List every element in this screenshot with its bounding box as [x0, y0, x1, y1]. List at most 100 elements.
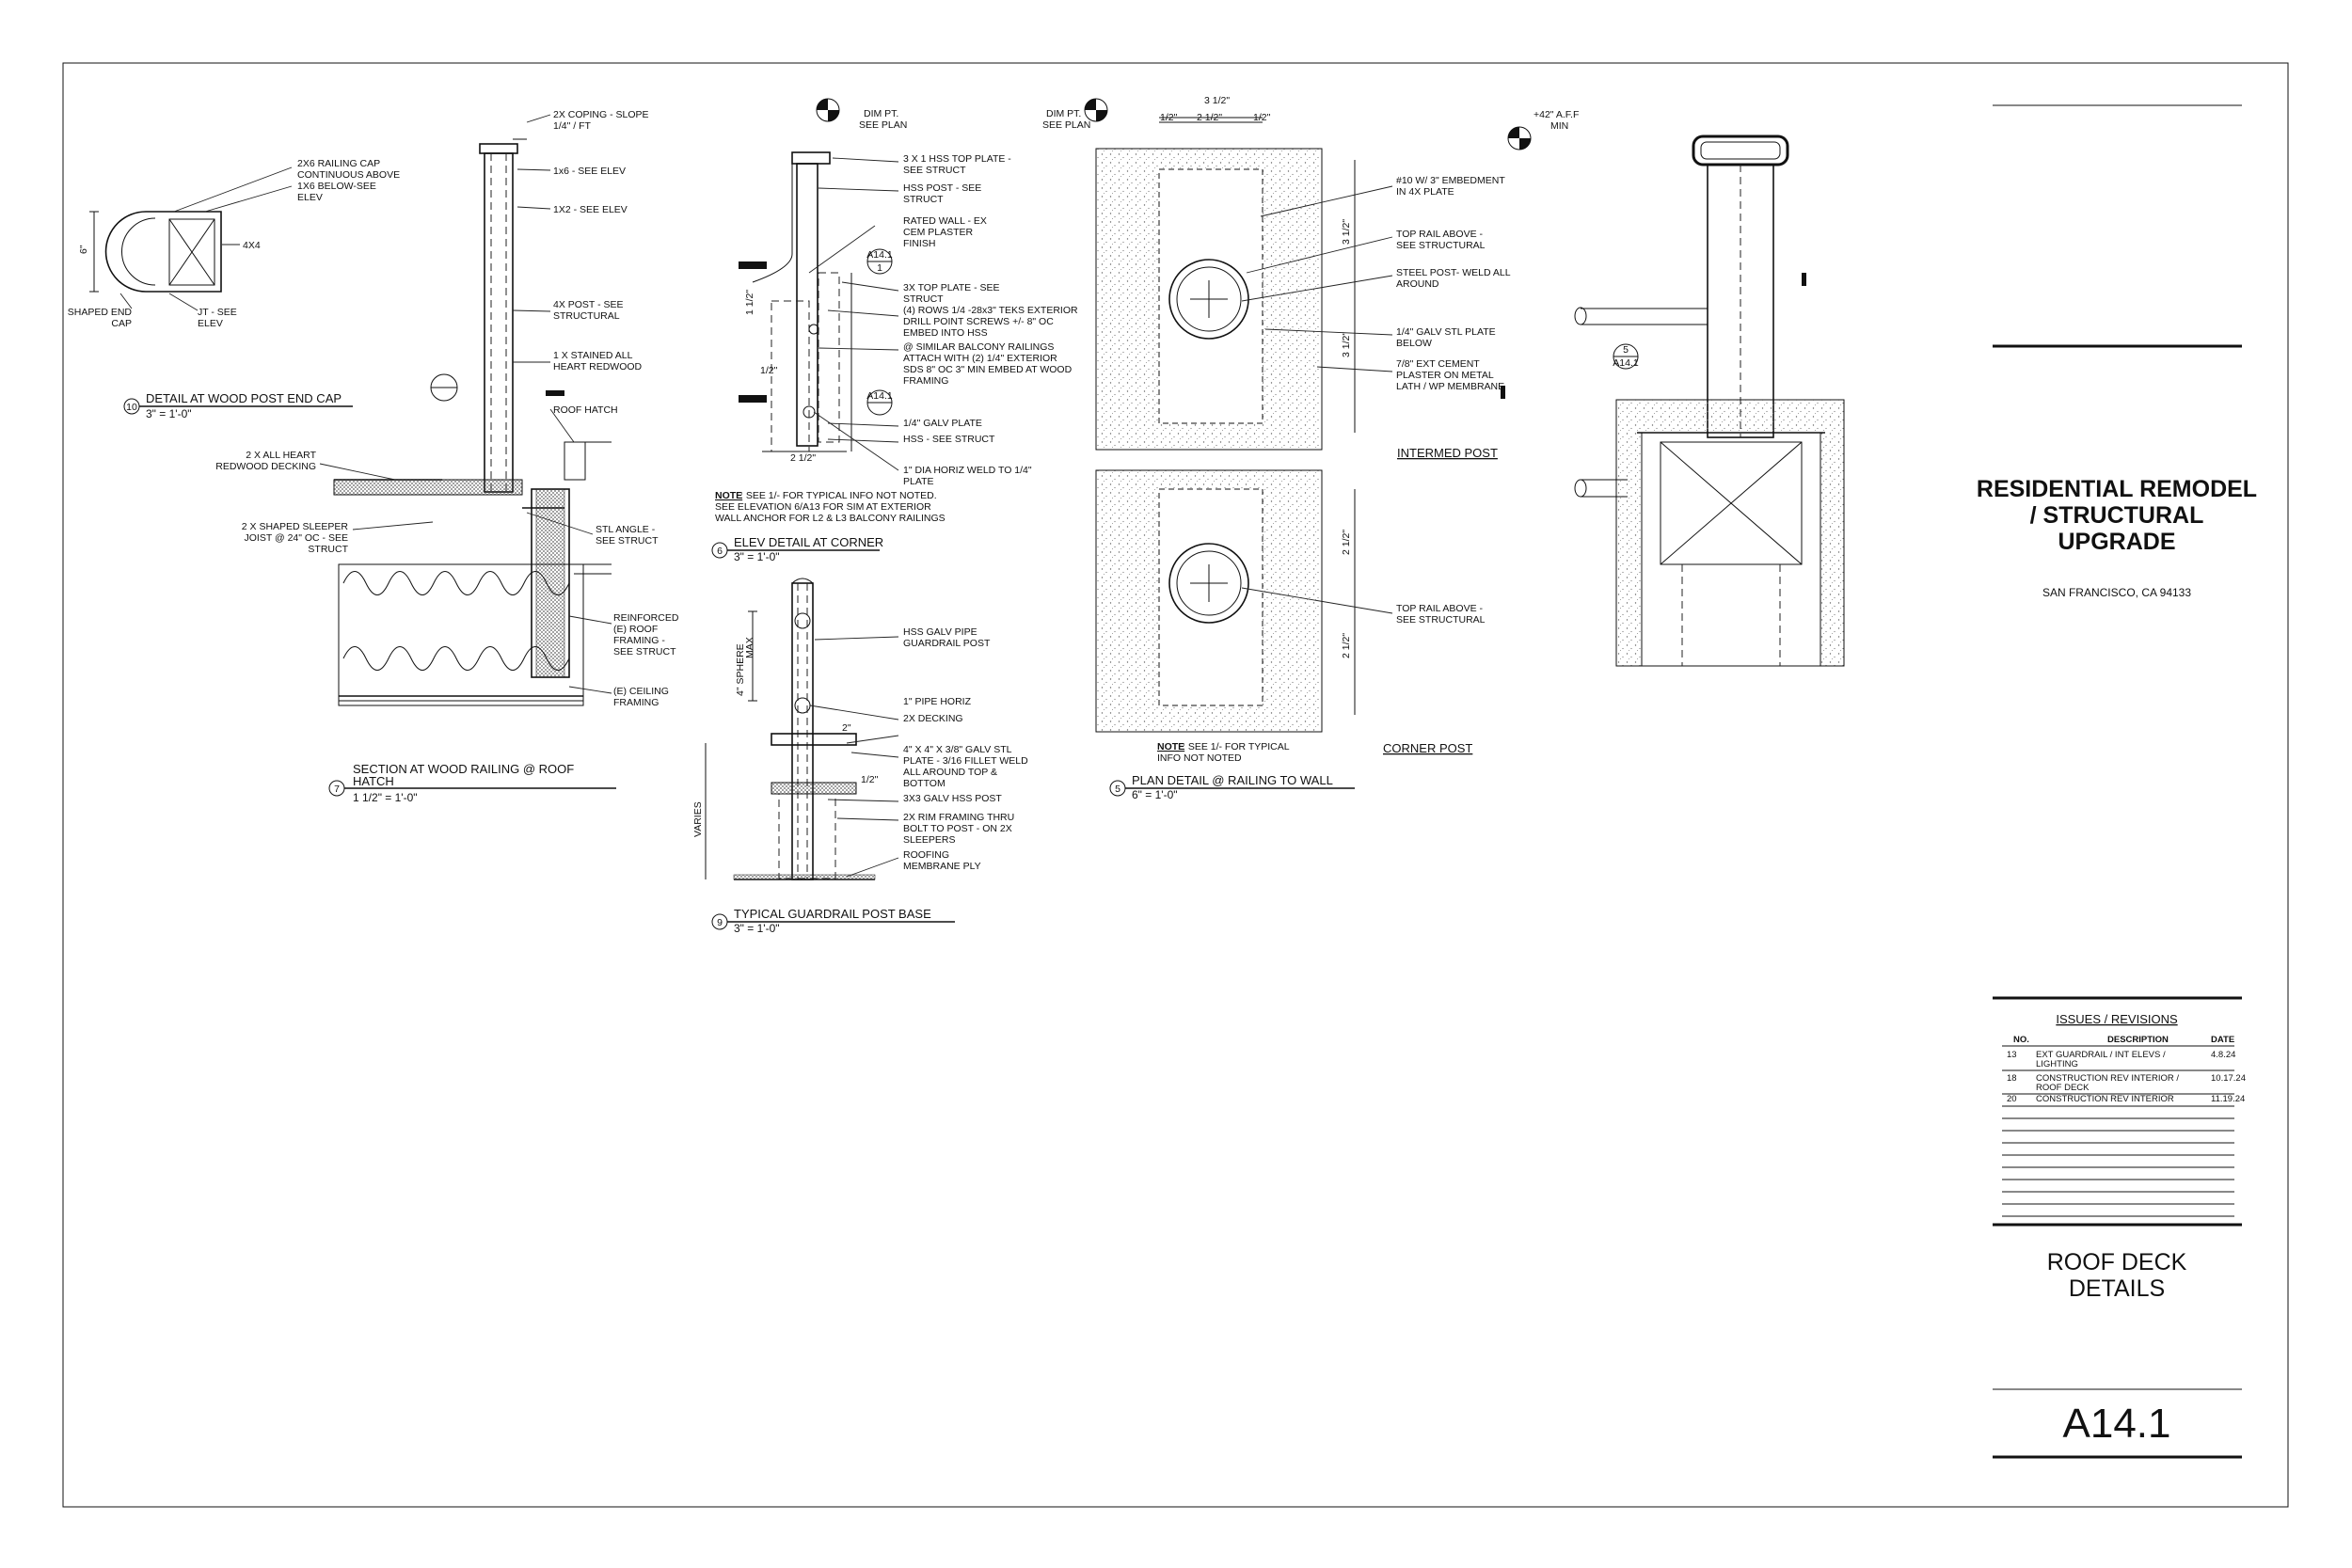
- svg-text:2X DECKING: 2X DECKING: [903, 713, 963, 724]
- svg-text:TOP RAIL ABOVE -: TOP RAIL ABOVE -: [1396, 229, 1484, 240]
- rev-desc-cont: ROOF DECK: [2036, 1083, 2090, 1093]
- svg-text:REDWOOD DECKING: REDWOOD DECKING: [215, 461, 316, 472]
- svg-text:NOTE: NOTE: [715, 490, 742, 501]
- svg-text:2": 2": [842, 722, 851, 734]
- rev-date: 4.8.24: [2211, 1050, 2235, 1060]
- svg-text:2 X ALL HEART: 2 X ALL HEART: [246, 450, 316, 461]
- svg-text:1/4" GALV STL PLATE: 1/4" GALV STL PLATE: [1396, 326, 1496, 338]
- svg-text:1x6 - SEE ELEV: 1x6 - SEE ELEV: [553, 166, 626, 177]
- detail-9-number: 9: [717, 917, 723, 928]
- sheet-number: A14.1: [2063, 1401, 2171, 1447]
- rev-desc: CONSTRUCTION REV INTERIOR /: [2036, 1073, 2179, 1084]
- svg-text:3 1/2": 3 1/2": [1204, 95, 1230, 106]
- svg-text:HSS - SEE STRUCT: HSS - SEE STRUCT: [903, 434, 995, 445]
- svg-text:HSS GALV PIPE: HSS GALV PIPE: [903, 626, 977, 638]
- svg-text:1/2": 1/2": [760, 365, 778, 376]
- rev-desc: EXT GUARDRAIL / INT ELEVS /: [2036, 1050, 2166, 1060]
- svg-text:+42" A.F.F: +42" A.F.F: [1534, 109, 1579, 120]
- svg-text:4" X 4" X 3/8" GALV STL: 4" X 4" X 3/8" GALV STL: [903, 744, 1012, 755]
- svg-text:SEE STRUCT: SEE STRUCT: [903, 165, 966, 176]
- sheet-title-line2: DETAILS: [2069, 1275, 2165, 1302]
- svg-text:TOP RAIL ABOVE -: TOP RAIL ABOVE -: [1396, 603, 1484, 614]
- detail-9-scale: 3" = 1'-0": [734, 922, 780, 935]
- svg-text:1" DIA HORIZ WELD TO 1/4": 1" DIA HORIZ WELD TO 1/4": [903, 465, 1032, 476]
- detail-5-number: 5: [1115, 784, 1120, 795]
- svg-text:ELEV: ELEV: [297, 192, 323, 203]
- svg-text:2 X SHAPED SLEEPER: 2 X SHAPED SLEEPER: [242, 521, 349, 532]
- detail-7-number: 7: [334, 784, 340, 795]
- svg-text:SEE STRUCT: SEE STRUCT: [613, 646, 676, 657]
- svg-text:CONTINUOUS ABOVE: CONTINUOUS ABOVE: [297, 169, 400, 181]
- svg-text:BELOW: BELOW: [1396, 338, 1432, 349]
- svg-text:4X POST - SEE: 4X POST - SEE: [553, 299, 624, 310]
- svg-text:BOTTOM: BOTTOM: [903, 778, 946, 789]
- project-title-line1: RESIDENTIAL REMODEL: [1977, 476, 2257, 502]
- svg-text:5: 5: [1623, 344, 1629, 356]
- svg-text:ROOF HATCH: ROOF HATCH: [553, 404, 618, 416]
- svg-text:A14.1: A14.1: [1613, 357, 1639, 369]
- svg-text:BOLT TO POST - ON 2X: BOLT TO POST - ON 2X: [903, 823, 1012, 834]
- detail-7-scale: 1 1/2" = 1'-0": [353, 791, 418, 804]
- svg-text:DIM PT.: DIM PT.: [864, 108, 898, 119]
- svg-text:RATED WALL - EX: RATED WALL - EX: [903, 215, 987, 227]
- svg-text:1X6 BELOW-SEE: 1X6 BELOW-SEE: [297, 181, 376, 192]
- svg-text:VARIES: VARIES: [692, 801, 704, 837]
- svg-text:HSS POST - SEE: HSS POST - SEE: [903, 182, 981, 194]
- svg-text:SHAPED END: SHAPED END: [68, 307, 133, 318]
- rev-no: 18: [2007, 1073, 2017, 1084]
- svg-text:6": 6": [78, 245, 89, 254]
- svg-text:A14.1: A14.1: [866, 390, 893, 402]
- detail-6-title: ELEV DETAIL AT CORNER: [734, 535, 883, 549]
- svg-text:1" PIPE HORIZ: 1" PIPE HORIZ: [903, 696, 972, 707]
- svg-text:ATTACH WITH (2) 1/4" EXTERIOR: ATTACH WITH (2) 1/4" EXTERIOR: [903, 353, 1057, 364]
- detail-6-number: 6: [717, 546, 723, 557]
- project-title-line3: UPGRADE: [2058, 529, 2175, 555]
- svg-text:2X RIM FRAMING THRU: 2X RIM FRAMING THRU: [903, 812, 1014, 823]
- detail-7-wood-railing-hatch: 2X COPING - SLOPE 1/4" / FT 1x6 - SEE EL…: [215, 109, 679, 804]
- detail-10-title: DETAIL AT WOOD POST END CAP: [146, 391, 342, 405]
- rev-desc: CONSTRUCTION REV INTERIOR: [2036, 1094, 2174, 1104]
- revision-blank-rows: [2002, 1105, 2234, 1217]
- svg-text:SEE STRUCTURAL: SEE STRUCTURAL: [1396, 614, 1486, 626]
- svg-text:3 1/2": 3 1/2": [1341, 332, 1352, 357]
- svg-text:LATH / WP MEMBRANE: LATH / WP MEMBRANE: [1396, 381, 1504, 392]
- svg-text:A14.1: A14.1: [866, 249, 893, 261]
- svg-text:1/2": 1/2": [1253, 112, 1271, 123]
- svg-text:3 1/2": 3 1/2": [1341, 219, 1352, 245]
- svg-text:1/4" GALV PLATE: 1/4" GALV PLATE: [903, 418, 982, 429]
- svg-text:WALL ANCHOR FOR L2 & L3 BALCON: WALL ANCHOR FOR L2 & L3 BALCONY RAILINGS: [715, 513, 946, 524]
- svg-text:2X COPING - SLOPE: 2X COPING - SLOPE: [553, 109, 649, 120]
- svg-text:1X2 - SEE ELEV: 1X2 - SEE ELEV: [553, 204, 628, 215]
- svg-text:INFO NOT NOTED: INFO NOT NOTED: [1157, 752, 1242, 764]
- svg-text:EMBED INTO HSS: EMBED INTO HSS: [903, 327, 988, 339]
- svg-text:FINISH: FINISH: [903, 238, 935, 249]
- svg-text:FRAMING: FRAMING: [903, 375, 948, 387]
- svg-text:4" SPHERE: 4" SPHERE: [735, 643, 746, 696]
- detail-7-title-cont: HATCH: [353, 774, 394, 788]
- rev-no: 13: [2007, 1050, 2017, 1060]
- svg-text:PLATE - 3/16 FILLET WELD: PLATE - 3/16 FILLET WELD: [903, 755, 1028, 767]
- svg-text:SDS 8" OC 3" MIN EMBED AT WOO: SDS 8" OC 3" MIN EMBED AT WOOD: [903, 364, 1073, 375]
- svg-text:MEMBRANE PLY: MEMBRANE PLY: [903, 861, 981, 872]
- svg-text:STRUCTURAL: STRUCTURAL: [553, 310, 620, 322]
- svg-text:STRUCT: STRUCT: [903, 293, 944, 305]
- svg-text:3X3 GALV HSS POST: 3X3 GALV HSS POST: [903, 793, 1002, 804]
- svg-text:3X TOP PLATE - SEE: 3X TOP PLATE - SEE: [903, 282, 1000, 293]
- svg-text:STRUCT: STRUCT: [903, 194, 944, 205]
- svg-text:1 1/2": 1 1/2": [744, 290, 755, 315]
- svg-text:SEE ELEVATION 6/A13 FOR SIM AT: SEE ELEVATION 6/A13 FOR SIM AT EXTERIOR: [715, 501, 931, 513]
- svg-text:2 1/2": 2 1/2": [790, 452, 816, 464]
- detail-6-scale: 3" = 1'-0": [734, 550, 780, 563]
- svg-text:ELEV: ELEV: [198, 318, 223, 329]
- rev-header-no: NO.: [2013, 1035, 2029, 1045]
- svg-text:DIM PT.: DIM PT.: [1046, 108, 1081, 119]
- svg-text:AROUND: AROUND: [1396, 278, 1439, 290]
- svg-text:MIN: MIN: [1550, 120, 1568, 132]
- detail-5-plan-railing-to-wall: DIM PT. SEE PLAN 3 1/2" 1/2" 2 1/2" 1/2"…: [1042, 95, 1511, 801]
- detail-5-scale: 6" = 1'-0": [1132, 788, 1178, 801]
- rev-header-date: DATE: [2211, 1035, 2234, 1045]
- revision-row: 13 EXT GUARDRAIL / INT ELEVS / LIGHTING …: [2007, 1050, 2235, 1069]
- svg-text:SEE STRUCT: SEE STRUCT: [596, 535, 659, 546]
- svg-text:#10 W/ 3" EMBEDMENT: #10 W/ 3" EMBEDMENT: [1396, 175, 1505, 186]
